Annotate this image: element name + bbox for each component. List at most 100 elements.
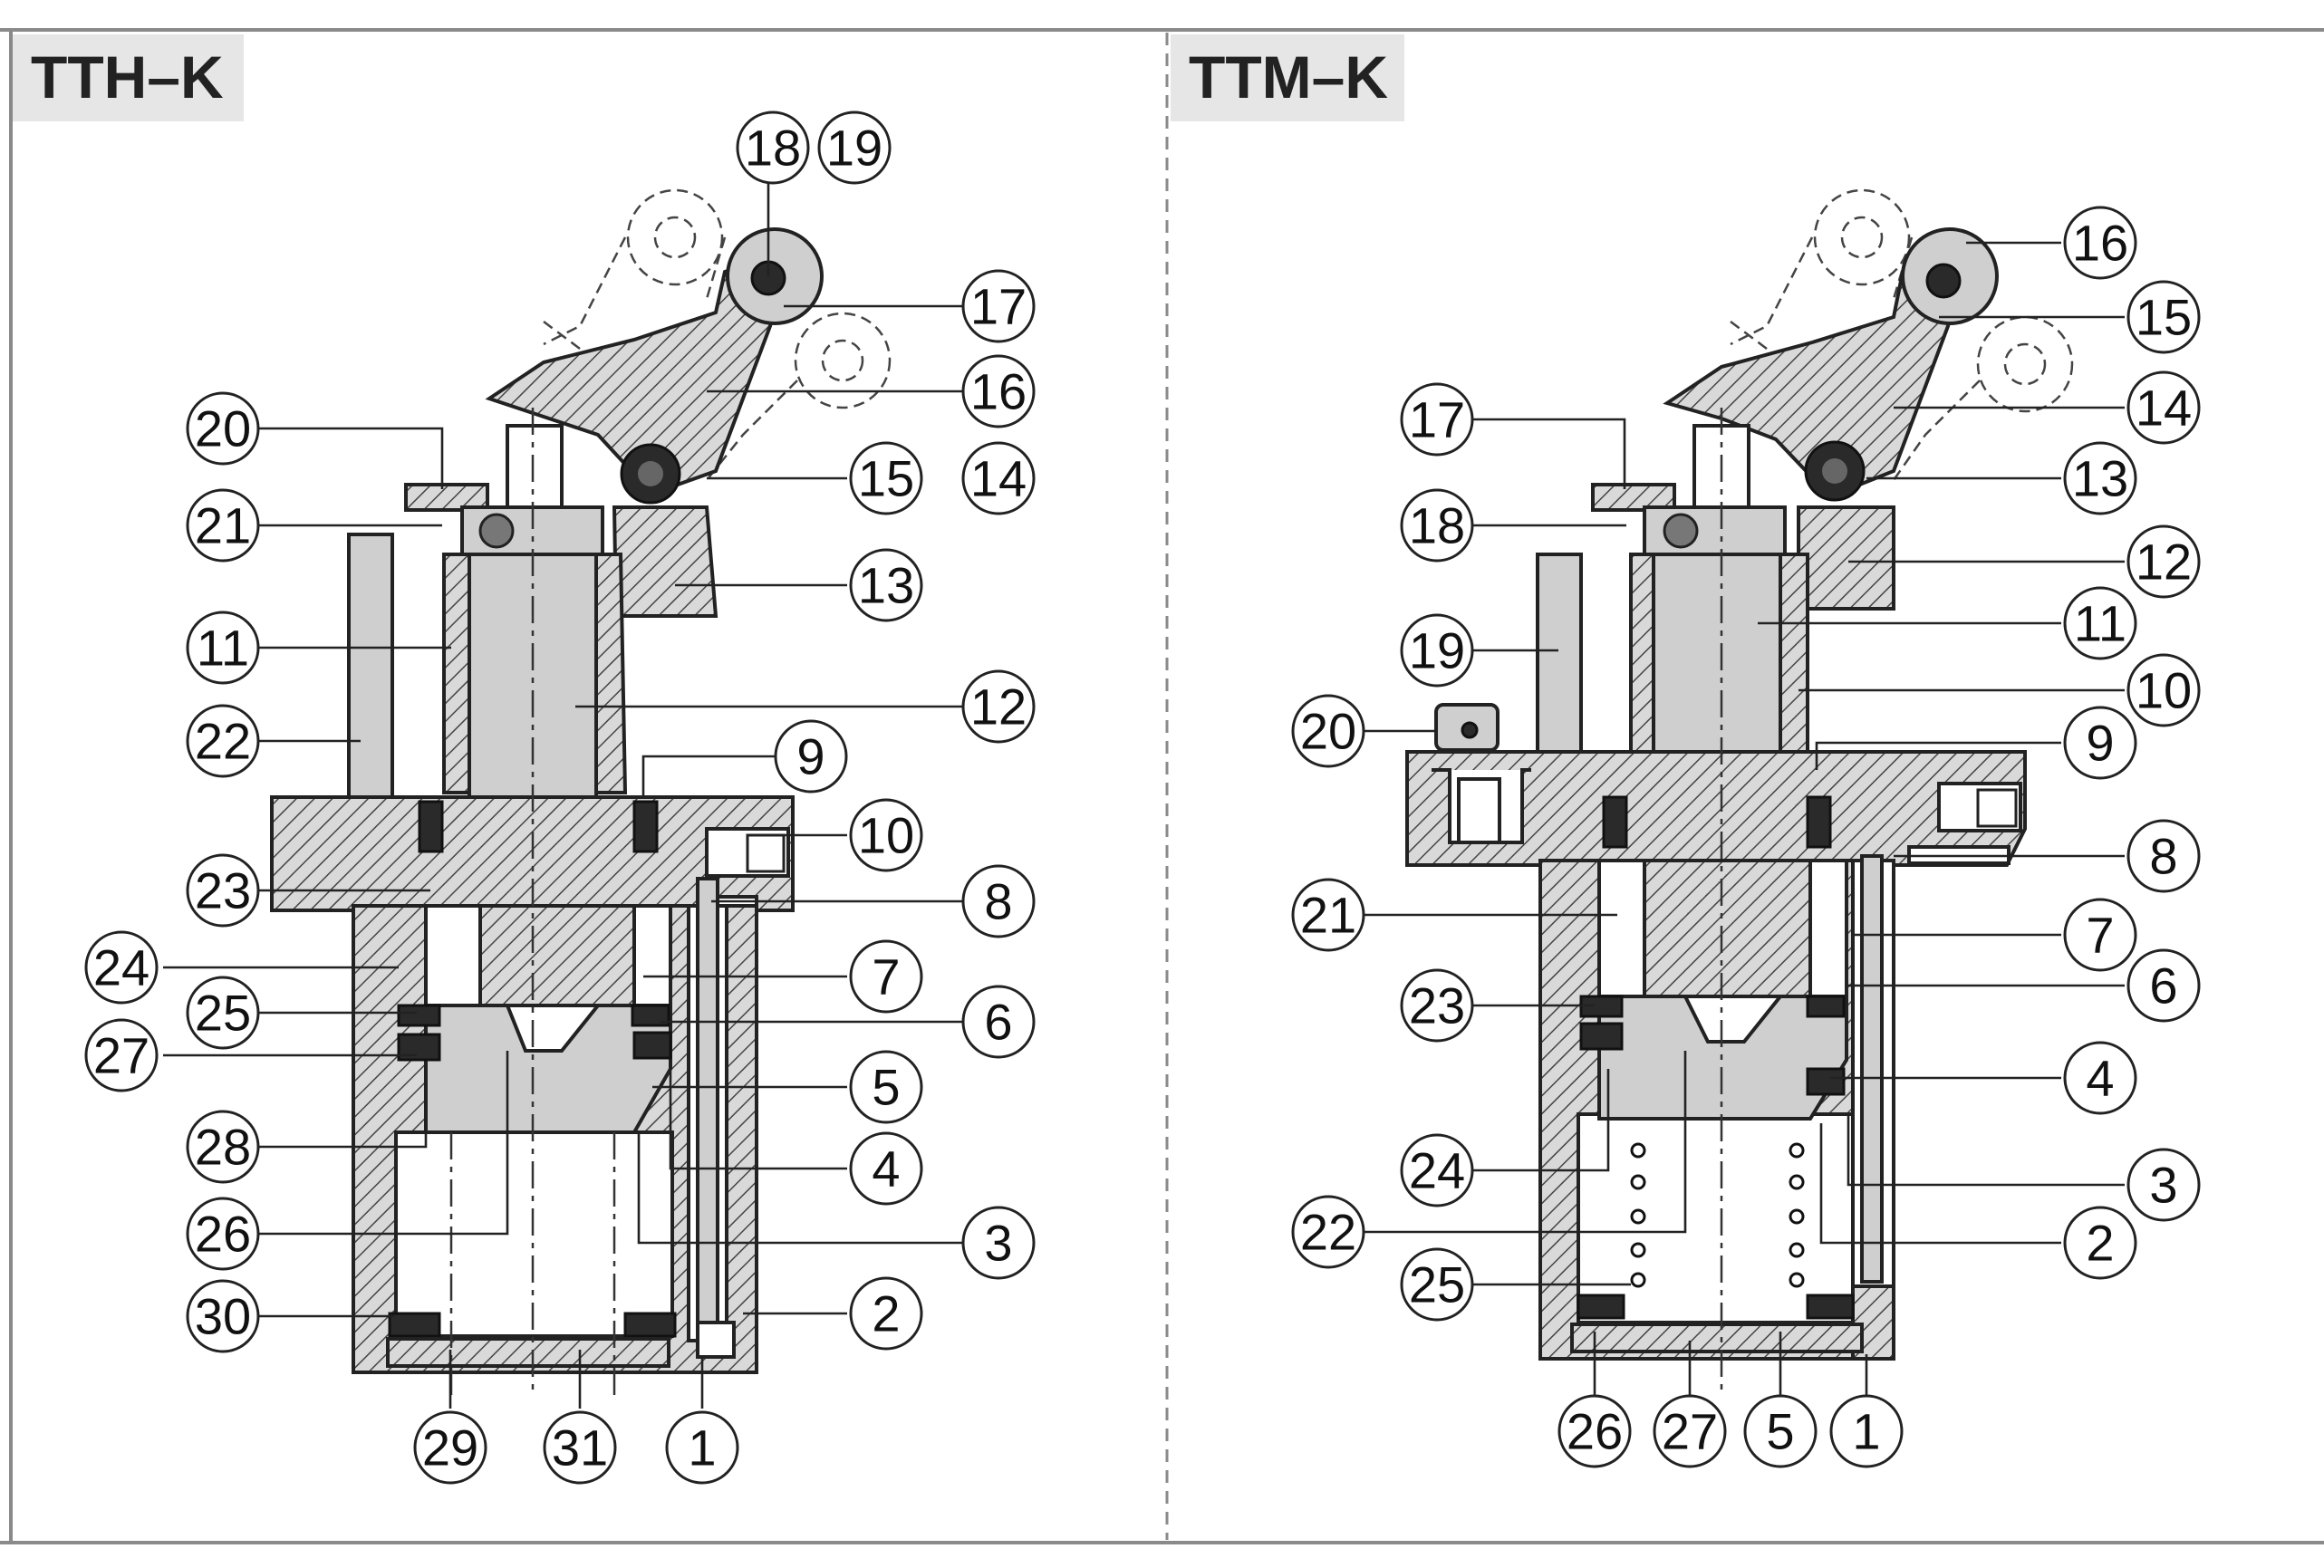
callout-2: 2: [2063, 1206, 2137, 1280]
svg-text:18: 18: [745, 120, 801, 177]
callout-13: 13: [849, 548, 923, 622]
clevis-bracket: [612, 505, 718, 618]
callout-15: 15: [849, 441, 923, 515]
callout-23: 23: [1400, 968, 1474, 1043]
svg-text:30: 30: [195, 1288, 251, 1345]
rod-seal-right: [1806, 795, 1832, 849]
svg-text:14: 14: [2136, 380, 2192, 437]
callout-6: 6: [961, 985, 1036, 1059]
svg-text:23: 23: [1409, 977, 1465, 1034]
svg-text:6: 6: [984, 994, 1012, 1051]
svg-text:22: 22: [1300, 1204, 1356, 1261]
svg-text:25: 25: [195, 985, 251, 1042]
svg-text:5: 5: [872, 1059, 900, 1116]
svg-text:17: 17: [1409, 391, 1465, 448]
svg-text:10: 10: [858, 807, 914, 864]
callout-28: 28: [186, 1110, 260, 1184]
svg-text:31: 31: [552, 1419, 608, 1477]
svg-text:16: 16: [970, 363, 1027, 420]
callout-12: 12: [961, 669, 1036, 744]
svg-text:4: 4: [872, 1140, 900, 1198]
transfer-tube: [1860, 854, 1884, 1284]
model-tag-bg: [13, 34, 244, 121]
callout-18: 18: [736, 111, 810, 185]
svg-text:8: 8: [984, 873, 1012, 930]
callout-4: 4: [849, 1131, 923, 1206]
callout-11: 11: [186, 611, 260, 685]
rod-seal-right: [632, 800, 659, 853]
callout-21: 21: [1291, 878, 1365, 952]
roller-pin: [1925, 263, 1962, 299]
callouts-right: 16 15 14 13 12 11 10 9 8 7 6 4 3 2 1 5 2…: [1291, 206, 2201, 1468]
callout-14: 14: [961, 441, 1036, 515]
svg-text:26: 26: [195, 1206, 251, 1263]
rod-seal-left: [418, 800, 444, 853]
svg-text:4: 4: [2086, 1050, 2114, 1107]
svg-text:1: 1: [1852, 1403, 1880, 1460]
svg-text:17: 17: [970, 278, 1027, 335]
seal-c: [1806, 995, 1846, 1018]
svg-text:10: 10: [2136, 662, 2192, 719]
seal-d: [1806, 1067, 1846, 1096]
cylinder-bore: [1577, 1112, 1856, 1324]
rod-seal-left: [1602, 795, 1628, 849]
svg-text:23: 23: [195, 862, 251, 919]
svg-text:15: 15: [2136, 289, 2192, 346]
svg-text:2: 2: [2086, 1215, 2114, 1272]
svg-text:6: 6: [2149, 957, 2177, 1015]
svg-text:27: 27: [93, 1027, 149, 1084]
svg-text:11: 11: [197, 620, 249, 677]
model-tag-bg: [1171, 34, 1404, 121]
callout-25: 25: [1400, 1247, 1474, 1322]
svg-text:8: 8: [2149, 828, 2177, 885]
callout-10: 10: [2126, 653, 2201, 727]
callout-20: 20: [186, 391, 260, 466]
svg-text:13: 13: [2072, 450, 2128, 507]
callout-1: 1: [665, 1410, 739, 1485]
svg-text:26: 26: [1567, 1403, 1623, 1460]
seal-b: [1579, 1022, 1624, 1051]
plunger-rod: [506, 424, 564, 509]
callout-30: 30: [186, 1279, 260, 1353]
svg-text:14: 14: [970, 450, 1027, 507]
callout-9: 9: [2063, 706, 2137, 780]
callout-1: 1: [1829, 1394, 1904, 1468]
base-seal-left: [388, 1312, 441, 1338]
callout-24: 24: [1400, 1133, 1474, 1207]
leader-lines-right: [1364, 241, 2125, 1395]
callout-31: 31: [543, 1410, 617, 1485]
seal-b: [397, 1033, 441, 1062]
svg-text:2: 2: [872, 1285, 900, 1342]
clevis-bracket: [1797, 505, 1895, 611]
svg-text:16: 16: [2072, 215, 2128, 272]
callout-25: 25: [186, 976, 260, 1050]
svg-text:3: 3: [2149, 1157, 2177, 1214]
callout-4: 4: [2063, 1041, 2137, 1115]
svg-text:21: 21: [195, 497, 251, 554]
svg-text:25: 25: [1409, 1256, 1465, 1313]
callout-9: 9: [774, 719, 848, 794]
callout-26: 26: [186, 1197, 260, 1271]
panel-ttm-k: TTM–K: [1171, 34, 2201, 1468]
svg-text:12: 12: [2136, 534, 2192, 591]
svg-text:27: 27: [1662, 1403, 1718, 1460]
callout-8: 8: [961, 864, 1036, 938]
base-plate: [386, 1337, 670, 1368]
svg-text:12: 12: [970, 678, 1027, 736]
seal-c: [631, 1004, 670, 1027]
svg-text:22: 22: [195, 713, 251, 770]
svg-text:9: 9: [796, 728, 824, 785]
base-seal-right: [623, 1312, 677, 1338]
base-seal-right: [1806, 1294, 1855, 1320]
callout-26: 26: [1557, 1394, 1632, 1468]
svg-text:7: 7: [2086, 907, 2114, 964]
callout-16: 16: [2063, 206, 2137, 280]
base-plate: [1570, 1323, 1864, 1353]
callout-11: 11: [2063, 586, 2137, 660]
svg-text:9: 9: [2086, 715, 2114, 772]
callout-17: 17: [961, 269, 1036, 343]
callout-8: 8: [2126, 819, 2201, 893]
svg-text:21: 21: [1300, 887, 1356, 944]
return-spring-right: [1789, 1142, 1805, 1288]
callout-16: 16: [961, 354, 1036, 428]
